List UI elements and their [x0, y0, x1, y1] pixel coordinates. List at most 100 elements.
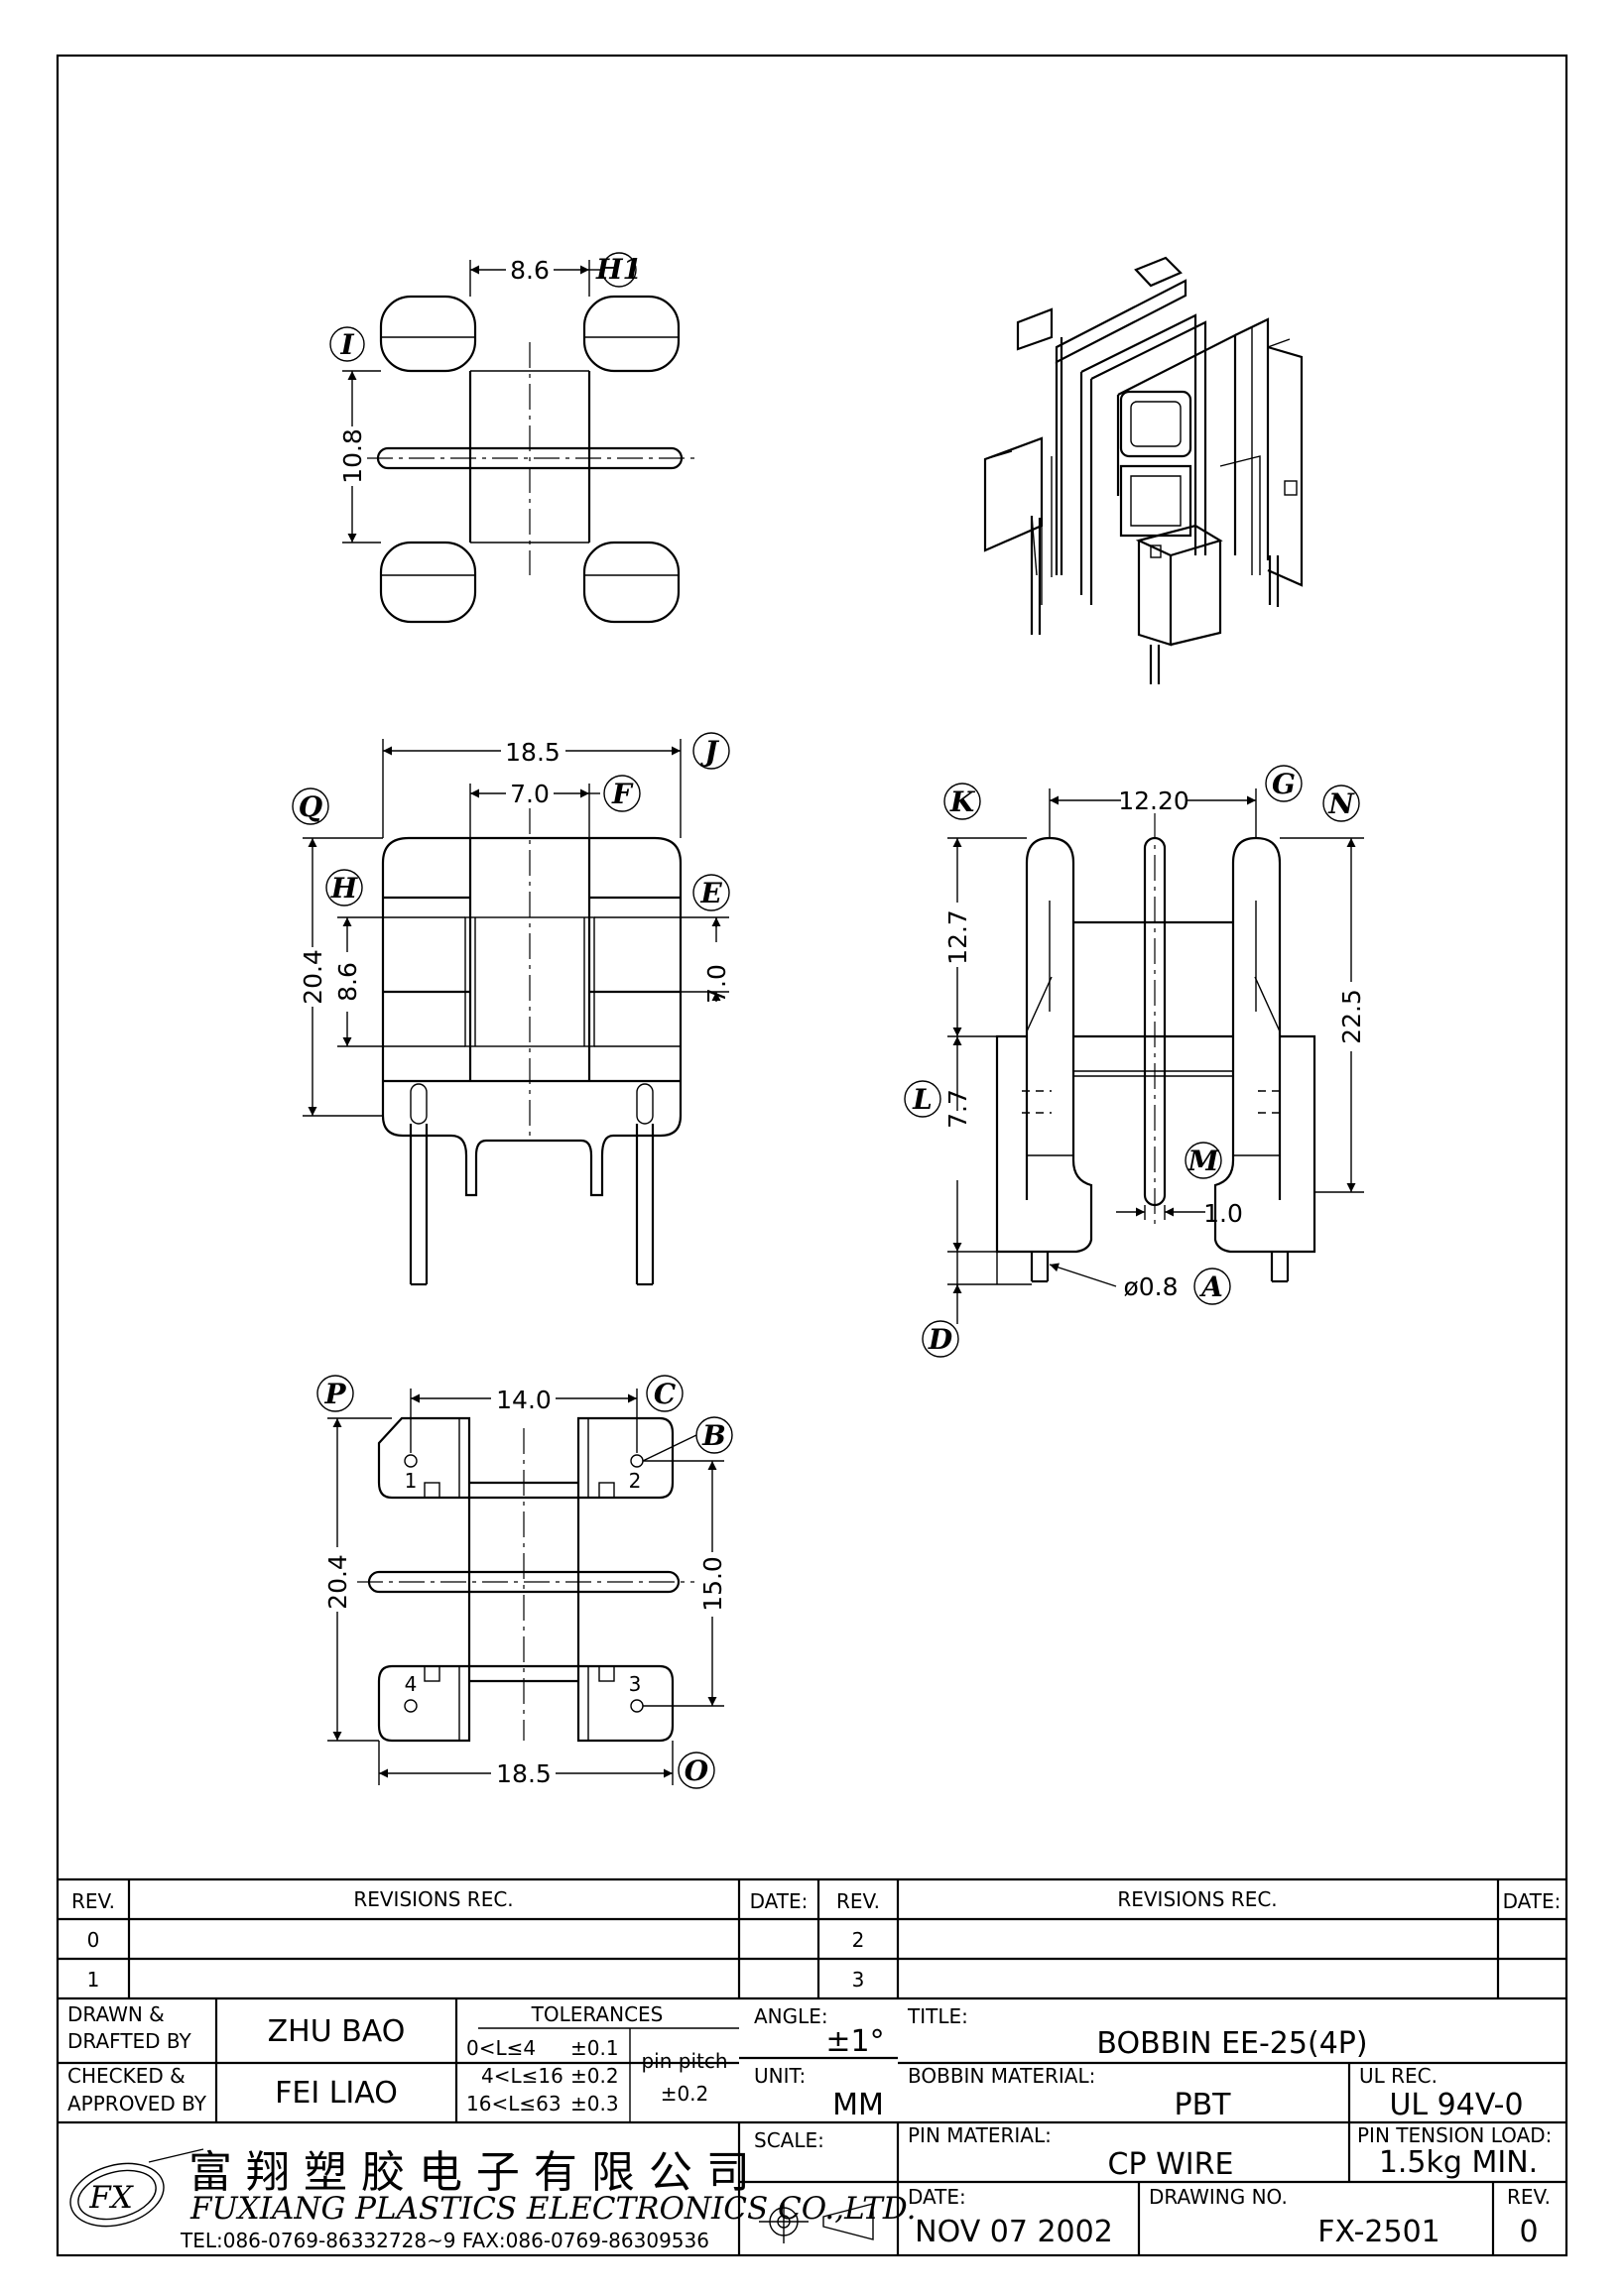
angle-label: ANGLE:: [754, 2004, 828, 2028]
ul-value: UL 94V-0: [1389, 2088, 1523, 2122]
company-logo-icon: FX: [69, 2148, 204, 2228]
label-q: Q: [299, 790, 322, 823]
svg-text:FX: FX: [88, 2180, 135, 2216]
label-c: C: [654, 1378, 677, 1410]
bobbin-material-label: BOBBIN MATERIAL:: [908, 2064, 1095, 2088]
label-h1: H1: [595, 253, 642, 286]
label-f: F: [611, 778, 634, 810]
dim-front-window: 8.6: [333, 962, 362, 1002]
company-contact: TEL:086-0769-86332728~9 FAX:086-0769-863…: [180, 2229, 709, 2252]
pin-pitch-label: pin pitch: [641, 2049, 727, 2073]
checked-by-value: FEI LIAO: [275, 2076, 398, 2111]
label-j: J: [699, 735, 719, 768]
projection-symbol-icon: [759, 2200, 874, 2243]
revision-table: REV. REVISIONS REC. DATE: REV. REVISIONS…: [58, 1877, 1566, 2000]
tol-value-3: ±0.3: [570, 2092, 619, 2115]
unit-label: UNIT:: [754, 2064, 806, 2088]
bobbin-material-value: PBT: [1175, 2088, 1232, 2122]
label-o: O: [685, 1754, 709, 1787]
dim-bottom-pitch-v: 15.0: [698, 1556, 727, 1612]
rev-header-right: REV.: [836, 1889, 880, 1913]
label-b: B: [701, 1419, 726, 1452]
drawn-label-1: DRAWN &: [67, 2002, 165, 2026]
tol-range-3: 16<L≤63: [466, 2092, 562, 2115]
company-name-english: FUXIANG PLASTICS ELECTRONICS CO.,LTD.: [189, 2191, 916, 2227]
label-i: I: [339, 328, 354, 361]
dim-side-upper: 12.7: [943, 909, 972, 965]
scale-label: SCALE:: [754, 2128, 824, 2152]
dim-bottom-height: 20.4: [323, 1554, 352, 1610]
label-k: K: [949, 785, 976, 818]
pin-4-label: 4: [405, 1672, 418, 1696]
label-g: G: [1272, 768, 1296, 800]
date-value: NOV 07 2002: [915, 2215, 1113, 2249]
pin-tension-value: 1.5kg MIN.: [1379, 2145, 1538, 2180]
rev-row-3: 3: [852, 1968, 865, 1992]
tol-range-1: 0<L≤4: [466, 2036, 536, 2060]
label-e: E: [699, 877, 722, 909]
dim-side-width: 12.20: [1118, 786, 1189, 815]
date-header-right: DATE:: [1503, 1889, 1562, 1913]
label-d: D: [928, 1323, 953, 1356]
pin-pitch-value: ±0.2: [661, 2082, 709, 2106]
angle-value: ±1°: [825, 2024, 884, 2059]
rev-row-2: 2: [852, 1928, 865, 1952]
label-a: A: [1198, 1270, 1223, 1303]
checked-label-1: CHECKED &: [67, 2064, 186, 2088]
drawing-no-value: FX-2501: [1317, 2215, 1440, 2249]
side-view: 12.20 12.7 7.7 22.5 1.0 ø0.8 K G N L M: [904, 765, 1366, 1358]
dim-side-pin: ø0.8: [1123, 1272, 1178, 1301]
dim-side-lower: 7.7: [943, 1089, 972, 1129]
isometric-view: [983, 256, 1304, 684]
dim-front-core: 7.0: [510, 780, 550, 808]
company-name-chinese: 富 翔 塑 胶 电 子 有 限 公 司: [188, 2147, 750, 2198]
rev-label: REV.: [1507, 2185, 1551, 2209]
drawing-no-label: DRAWING NO.: [1149, 2185, 1288, 2209]
top-view: 8.6 10.8 H1 I: [329, 252, 694, 624]
dim-front-window-r: 7.0: [702, 964, 731, 1004]
bottom-view: 1 2 3 4 14.0 20.4 15.0 18.5 P C B O: [316, 1375, 733, 1789]
tolerances-label: TOLERANCES: [531, 2002, 664, 2026]
rec-header-right: REVISIONS REC.: [1117, 1887, 1277, 1911]
tol-value-1: ±0.1: [570, 2036, 619, 2060]
rec-header-left: REVISIONS REC.: [353, 1887, 513, 1911]
pin-3-label: 3: [629, 1672, 642, 1696]
drawn-label-2: DRAFTED BY: [67, 2029, 192, 2053]
pin-tension-label: PIN TENSION LOAD:: [1357, 2123, 1552, 2147]
tol-range-2: 4<L≤16: [481, 2064, 563, 2088]
title-value: BOBBIN EE-25(4P): [1096, 2026, 1367, 2061]
checked-label-2: APPROVED BY: [67, 2092, 207, 2115]
date-header-left: DATE:: [750, 1889, 809, 1913]
ul-label: UL REC.: [1359, 2064, 1437, 2088]
label-h: H: [330, 872, 359, 905]
front-view: 18.5 7.0 20.4 8.6 7.0 J F Q H E: [292, 732, 731, 1286]
label-m: M: [1187, 1145, 1220, 1177]
dim-top-height: 10.8: [338, 428, 367, 484]
date-label: DATE:: [908, 2185, 966, 2209]
label-n: N: [1327, 787, 1355, 820]
title-label: TITLE:: [907, 2004, 968, 2028]
label-p: P: [323, 1378, 346, 1410]
title-block: DRAWN & DRAFTED BY ZHU BAO CHECKED & APP…: [58, 1998, 1566, 2255]
rev-row-0: 0: [87, 1928, 100, 1952]
dim-bottom-width: 18.5: [496, 1759, 552, 1788]
unit-value: MM: [832, 2088, 884, 2122]
dim-side-height: 22.5: [1337, 989, 1366, 1044]
rev-row-1: 1: [87, 1968, 100, 1992]
pin-1-label: 1: [405, 1469, 418, 1493]
rev-value: 0: [1519, 2215, 1538, 2249]
label-l: L: [912, 1083, 933, 1116]
dim-top-width: 8.6: [510, 256, 550, 285]
sheet-border: [56, 54, 1568, 2257]
tol-value-2: ±0.2: [570, 2064, 619, 2088]
pin-2-label: 2: [629, 1469, 642, 1493]
rev-header-left: REV.: [71, 1889, 115, 1913]
pin-material-value: CP WIRE: [1108, 2147, 1234, 2182]
pin-material-label: PIN MATERIAL:: [908, 2123, 1052, 2147]
dim-front-height: 20.4: [299, 949, 327, 1005]
dim-bottom-pin-pitch: 14.0: [496, 1386, 552, 1414]
dim-side-flange: 1.0: [1203, 1199, 1243, 1228]
dim-front-width: 18.5: [505, 738, 561, 767]
drawn-by-value: ZHU BAO: [268, 2014, 406, 2049]
